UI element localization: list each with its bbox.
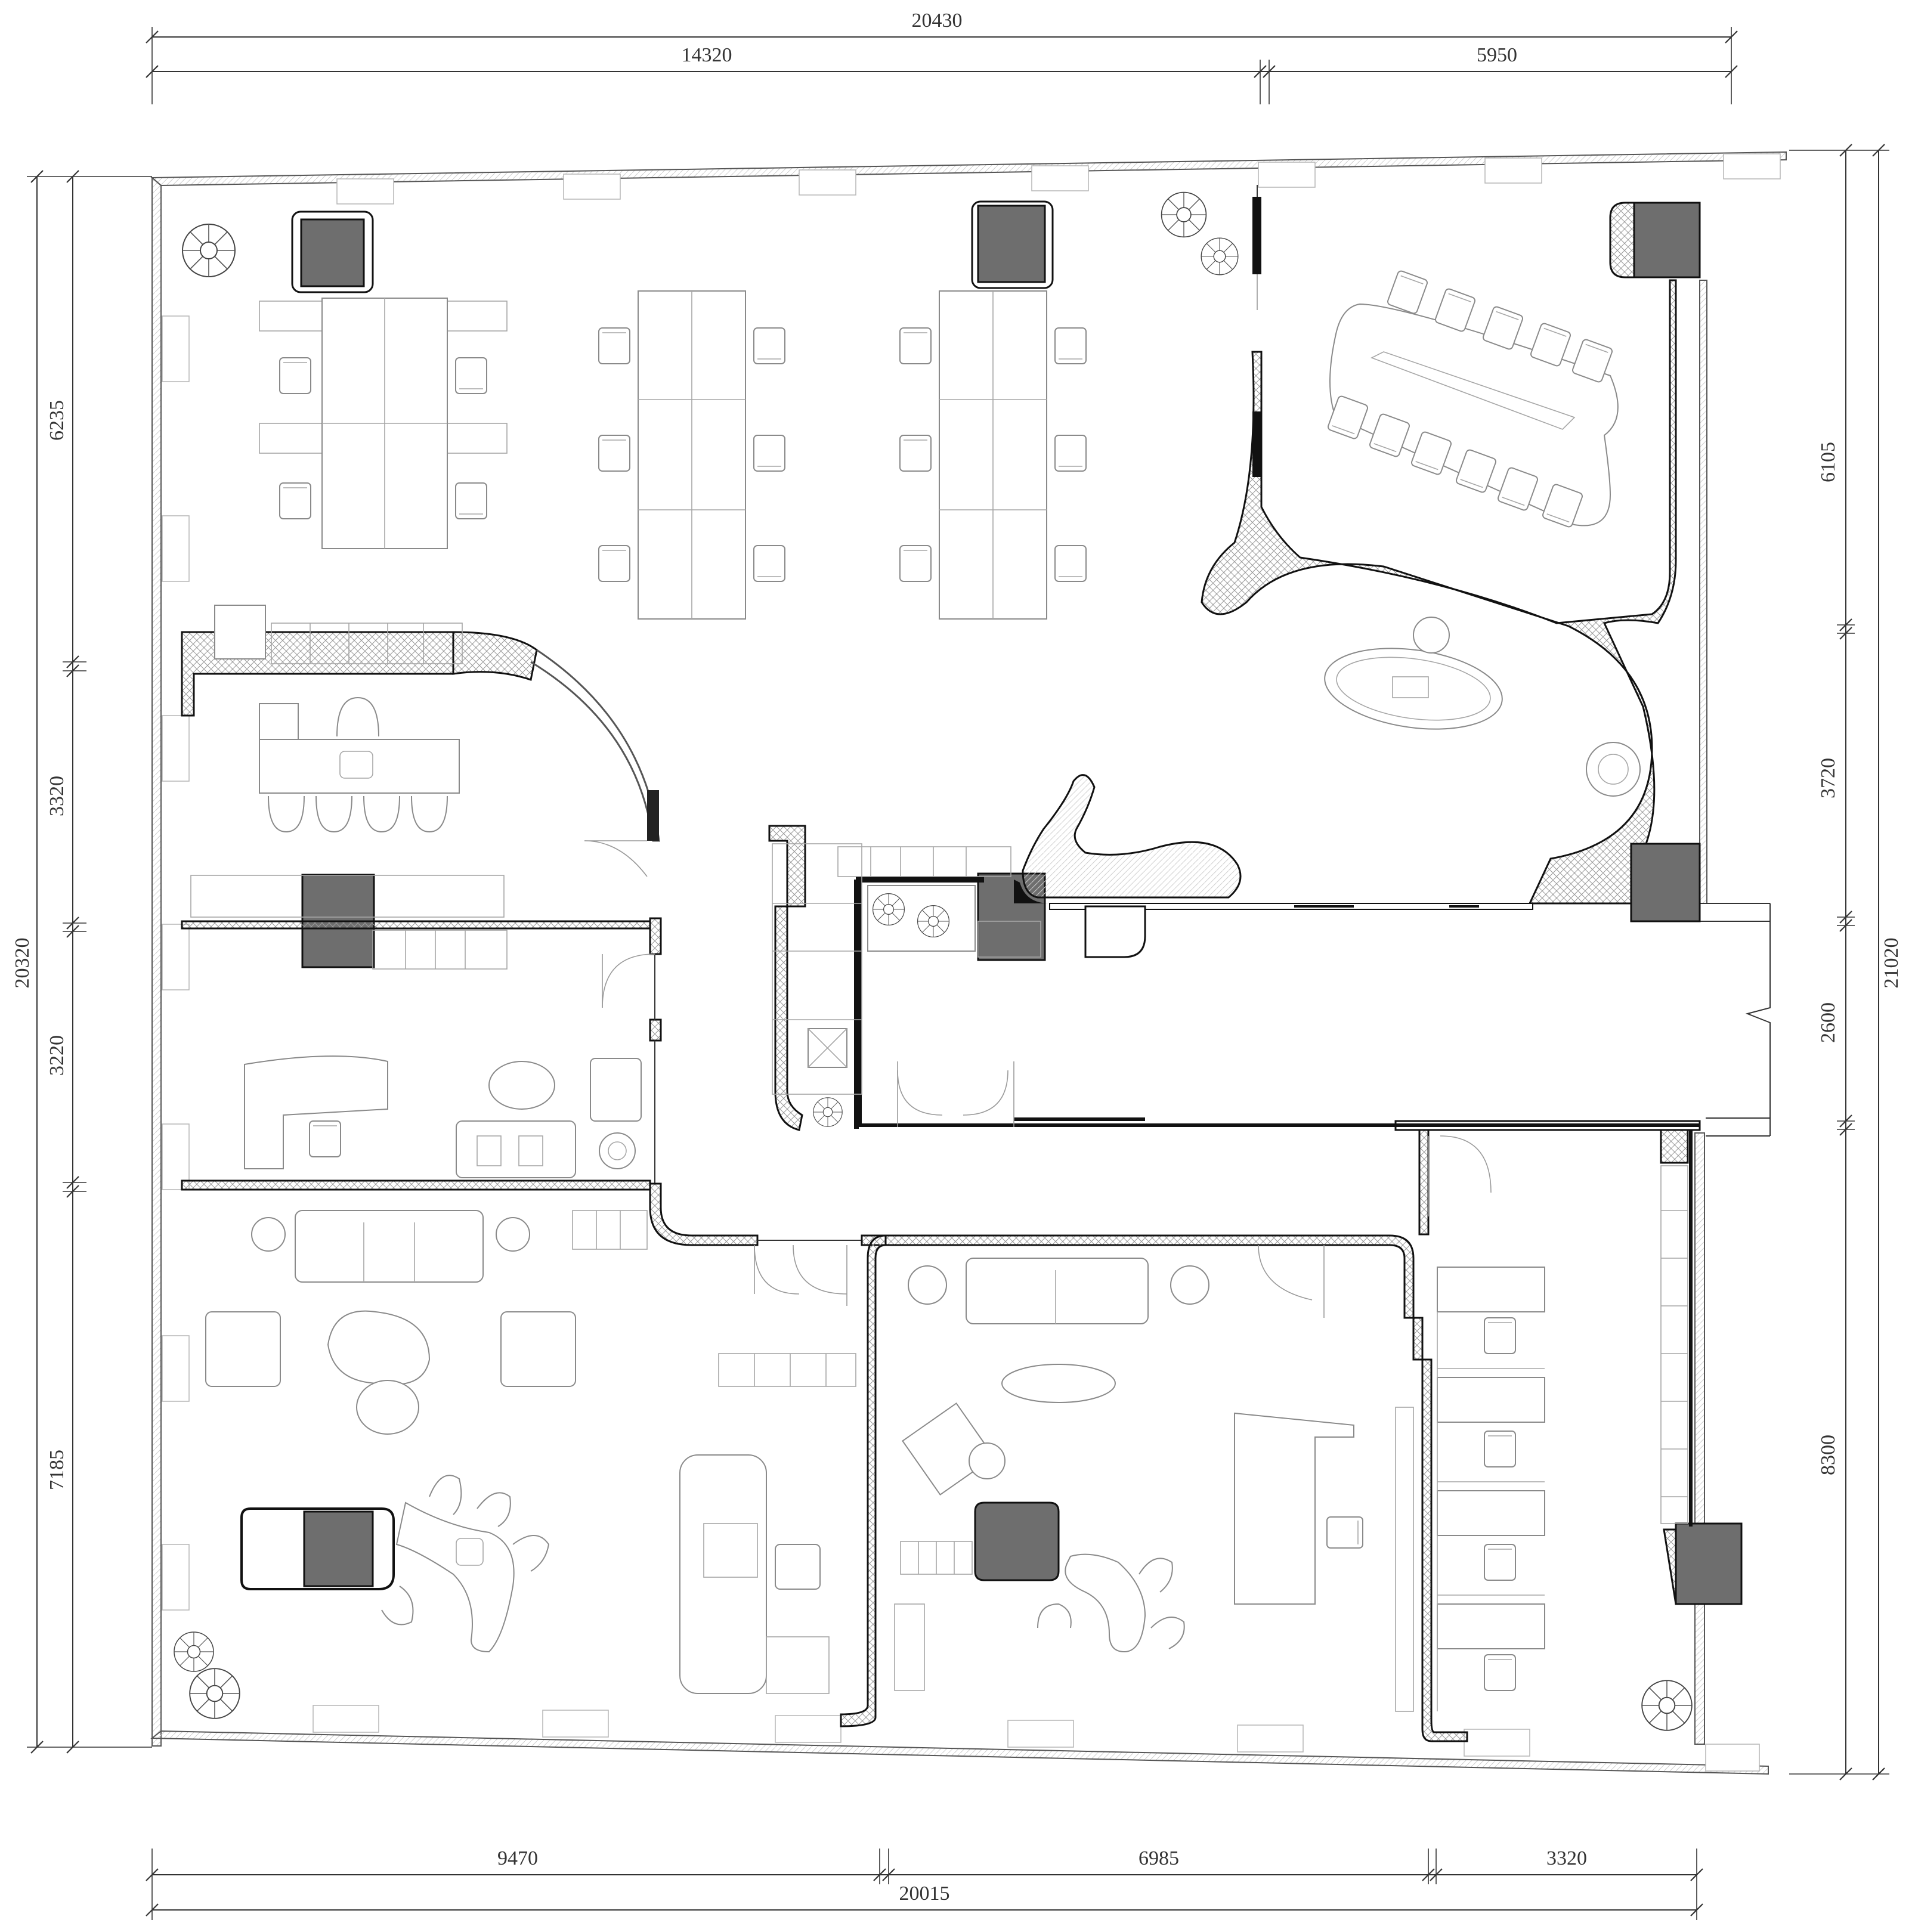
dim-bottom-2: 6985: [1139, 1847, 1179, 1869]
dim-bottom-overall: 20015: [899, 1883, 950, 1905]
column: [1675, 1522, 1743, 1605]
plant-icon: [182, 224, 236, 277]
plant-icon: [1161, 191, 1207, 238]
workstations-cluster-right: [899, 290, 1087, 620]
plant-icon: [174, 1631, 214, 1672]
tea-room-furniture: [190, 605, 648, 970]
dim-left-3: 3220: [46, 1035, 68, 1076]
dim-right-4: 8300: [1817, 1435, 1839, 1475]
workstations-cluster-middle: [598, 290, 785, 620]
workstations-cluster-left: [259, 298, 508, 549]
dim-right-2: 3720: [1817, 758, 1839, 798]
dim-top-right: 5950: [1477, 44, 1517, 66]
column: [977, 205, 1046, 283]
conference-table: [1326, 269, 1619, 529]
manager-office-furniture: [244, 953, 655, 1178]
dim-bottom-3: 3320: [1546, 1847, 1587, 1869]
core-area: [772, 843, 1479, 1127]
structural-columns: [240, 200, 1743, 1605]
dim-top-overall: 20430: [912, 10, 963, 32]
middle-office-furniture: [894, 1244, 1363, 1691]
facade-units: [162, 153, 1781, 1772]
plant-icon: [1641, 1680, 1693, 1731]
dim-bottom-1: 9470: [497, 1847, 538, 1869]
interior-walls: [181, 185, 1701, 1742]
plant-icon: [189, 1668, 240, 1719]
dim-left-2: 3320: [46, 776, 68, 816]
dim-right-1: 6105: [1817, 442, 1839, 482]
column: [303, 1510, 374, 1587]
dim-top-left: 14320: [682, 44, 732, 66]
column: [1633, 202, 1701, 278]
plant-icon: [917, 905, 950, 938]
lounge-furniture: [205, 1210, 856, 1694]
plant-icon: [872, 893, 905, 926]
dimension-left: [27, 170, 152, 1754]
plant-icon: [1201, 237, 1239, 275]
column: [974, 1501, 1060, 1581]
column: [1630, 843, 1701, 922]
dimension-top: [146, 27, 1738, 104]
reception-desk: [1324, 617, 1641, 797]
dim-left-overall: 20320: [11, 938, 33, 989]
dimension-right: [1789, 144, 1889, 1781]
dim-right-overall: 21020: [1880, 938, 1902, 989]
dim-left-4: 7185: [46, 1450, 68, 1490]
column: [300, 218, 365, 287]
outer-envelope: [150, 151, 1787, 1775]
dim-left-1: 6235: [46, 400, 68, 441]
plant-icon: [813, 1097, 843, 1127]
right-offices-furniture: [1395, 1135, 1688, 1712]
dimension-bottom: [146, 1849, 1703, 1920]
dim-right-3: 2600: [1817, 1002, 1839, 1043]
